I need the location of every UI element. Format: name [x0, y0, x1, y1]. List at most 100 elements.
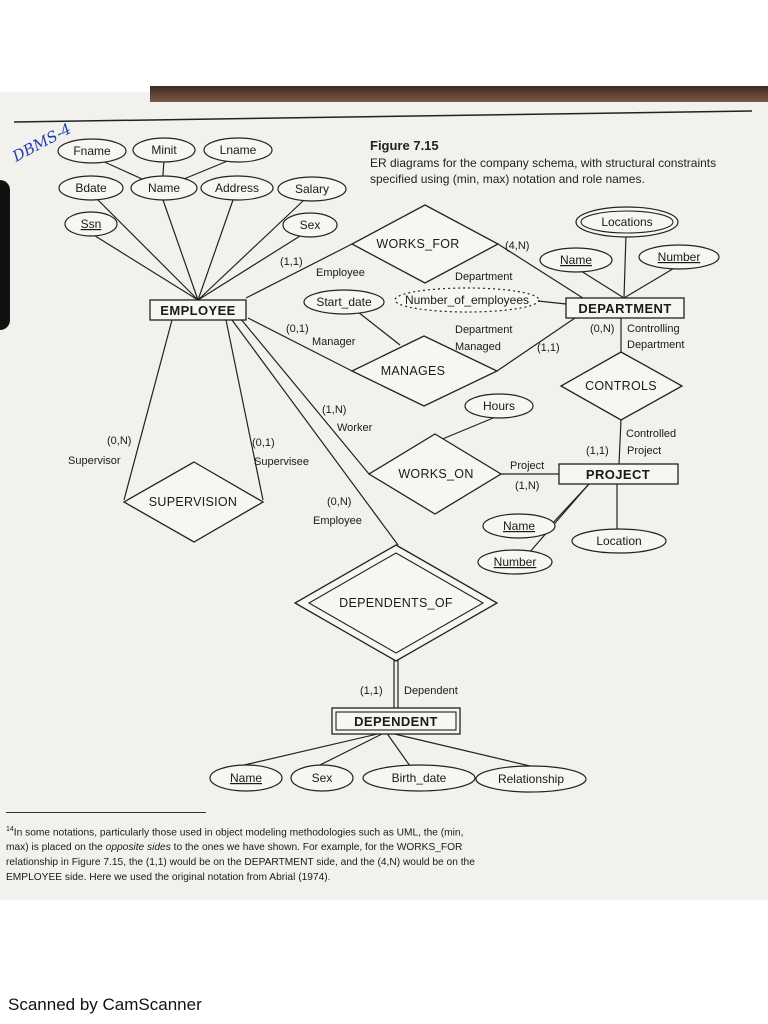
relationship-supervision[interactable]: SUPERVISION [122, 461, 265, 543]
figure-caption-text: ER diagrams for the company schema, with… [370, 156, 717, 186]
entity-employee-label: EMPLOYEE [160, 303, 235, 318]
attr-locations-label: Locations [601, 215, 652, 229]
supervision-supervisee-role: Supervisee [254, 456, 309, 468]
attr-ssn-label: Ssn [81, 217, 102, 231]
footnote-marker: 14 [6, 826, 14, 833]
attr-dependent-birth-date-label: Birth_date [392, 771, 447, 785]
works-on-project-role: Project [510, 460, 544, 472]
attr-fname: Fname [57, 138, 127, 164]
manages-employee-role: Manager [312, 336, 356, 348]
attr-dependent-name-label: Name [230, 771, 262, 785]
attr-salary: Salary [277, 176, 347, 202]
attr-dependent-sex-label: Sex [312, 771, 333, 785]
relationship-manages-label: MANAGES [381, 364, 446, 378]
attr-lname-label: Lname [220, 143, 257, 157]
controls-department-role2: Department [627, 339, 684, 351]
attr-dept-name-key: Name [539, 247, 613, 273]
entity-dependent-label: DEPENDENT [354, 714, 438, 729]
works-on-employee-card: (1,N) [322, 404, 346, 416]
footnote-line-2b: to the ones we have shown. For example, … [170, 842, 463, 854]
footnote-line-2a: max) is placed on the [6, 842, 106, 854]
attr-ssn-key: Ssn [64, 211, 118, 237]
attr-project-location: Location [571, 528, 667, 554]
supervision-supervisor-role: Supervisor [68, 455, 121, 467]
relationship-dependents-of-label: DEPENDENTS_OF [339, 596, 453, 610]
figure-title: Figure 7.15 [370, 138, 439, 153]
manages-department-role2: Managed [455, 341, 501, 353]
total-participation-line [393, 660, 399, 708]
works-for-employee-role: Employee [316, 267, 365, 279]
relationship-dependents-of-identifying[interactable]: DEPENDENTS_OF [293, 544, 499, 662]
entity-department[interactable]: DEPARTMENT [565, 297, 685, 319]
controls-project-role1: Controlled [626, 428, 676, 440]
relationship-works-for[interactable]: WORKS_FOR [350, 204, 500, 284]
entity-project-label: PROJECT [586, 467, 650, 482]
attr-hours-label: Hours [483, 399, 515, 413]
attr-address: Address [200, 175, 274, 201]
attr-name-label: Name [148, 181, 180, 195]
footnote-line-2-emphasis: opposite sides [105, 842, 171, 854]
footnote-line-1: In some notations, particularly those us… [13, 827, 464, 839]
attr-dept-number-key: Number [638, 244, 720, 270]
relationship-manages[interactable]: MANAGES [350, 335, 499, 407]
attr-address-label: Address [215, 181, 259, 195]
dependents-of-employee-card: (0,N) [327, 496, 351, 508]
controls-project-card: (1,1) [586, 445, 609, 457]
footnote-rule [6, 812, 206, 813]
page-header-rule [13, 110, 753, 123]
dependents-of-dependent-card: (1,1) [360, 685, 383, 697]
manages-employee-card: (0,1) [286, 323, 309, 335]
attr-minit-label: Minit [151, 143, 177, 157]
handwritten-note: DBMS-4 [9, 120, 75, 166]
relationship-controls[interactable]: CONTROLS [559, 351, 684, 421]
works-on-project-card: (1,N) [515, 480, 539, 492]
attr-salary-label: Salary [295, 182, 329, 196]
manages-department-card: (1,1) [537, 342, 560, 354]
controls-department-card: (0,N) [590, 323, 614, 335]
controls-department-role1: Controlling [627, 323, 680, 335]
controls-project-role2: Project [627, 445, 661, 457]
attr-bdate: Bdate [58, 175, 124, 201]
attr-sex-label: Sex [300, 218, 321, 232]
footnote-line-4: EMPLOYEE side. Here we used the original… [6, 872, 331, 884]
dependents-of-employee-role: Employee [313, 515, 362, 527]
attr-project-name-key: Name [482, 513, 556, 539]
attr-bdate-label: Bdate [75, 181, 107, 195]
works-for-employee-card: (1,1) [280, 256, 303, 268]
relationship-works-for-label: WORKS_FOR [376, 237, 459, 251]
relationship-controls-label: CONTROLS [585, 379, 657, 393]
attr-number-of-employees-derived: Number_of_employees [394, 287, 540, 313]
attr-name-composite: Name [130, 175, 198, 201]
dependents-of-dependent-role: Dependent [404, 685, 458, 697]
attr-dept-number-label: Number [658, 250, 701, 264]
entity-employee[interactable]: EMPLOYEE [149, 299, 247, 321]
attr-start-date-label: Start_date [316, 295, 372, 309]
entity-dependent-weak[interactable]: DEPENDENT [331, 707, 461, 735]
attr-project-name-label: Name [503, 519, 535, 533]
attr-project-number-key: Number [477, 549, 553, 575]
scanner-watermark: Scanned by CamScanner [8, 995, 202, 1014]
attr-fname-label: Fname [73, 144, 111, 158]
footnote-line-3: relationship in Figure 7.15, the (1,1) w… [6, 857, 475, 869]
attr-dependent-relationship-label: Relationship [498, 772, 564, 786]
relationship-works-on[interactable]: WORKS_ON [367, 433, 503, 515]
works-on-employee-role: Worker [337, 422, 373, 434]
entity-department-label: DEPARTMENT [578, 301, 671, 316]
attr-lname: Lname [203, 137, 273, 163]
attr-dept-name-label: Name [560, 253, 592, 267]
relationship-supervision-label: SUPERVISION [149, 495, 238, 509]
attr-sex: Sex [282, 212, 338, 238]
attr-dependent-name-partial-key: Name [209, 764, 283, 792]
works-for-department-role: Department [455, 271, 512, 283]
attr-start-date: Start_date [303, 289, 385, 315]
page-edge-shadow [0, 180, 10, 330]
attr-dependent-relationship: Relationship [475, 765, 587, 793]
attr-dependent-sex: Sex [290, 764, 354, 792]
supervision-supervisor-card: (0,N) [107, 435, 131, 447]
attr-number-of-employees-label: Number_of_employees [405, 293, 529, 307]
works-for-department-card: (4,N) [505, 240, 529, 252]
entity-project[interactable]: PROJECT [558, 463, 679, 485]
supervision-supervisee-card: (0,1) [252, 437, 275, 449]
page-top-edge [150, 86, 768, 102]
